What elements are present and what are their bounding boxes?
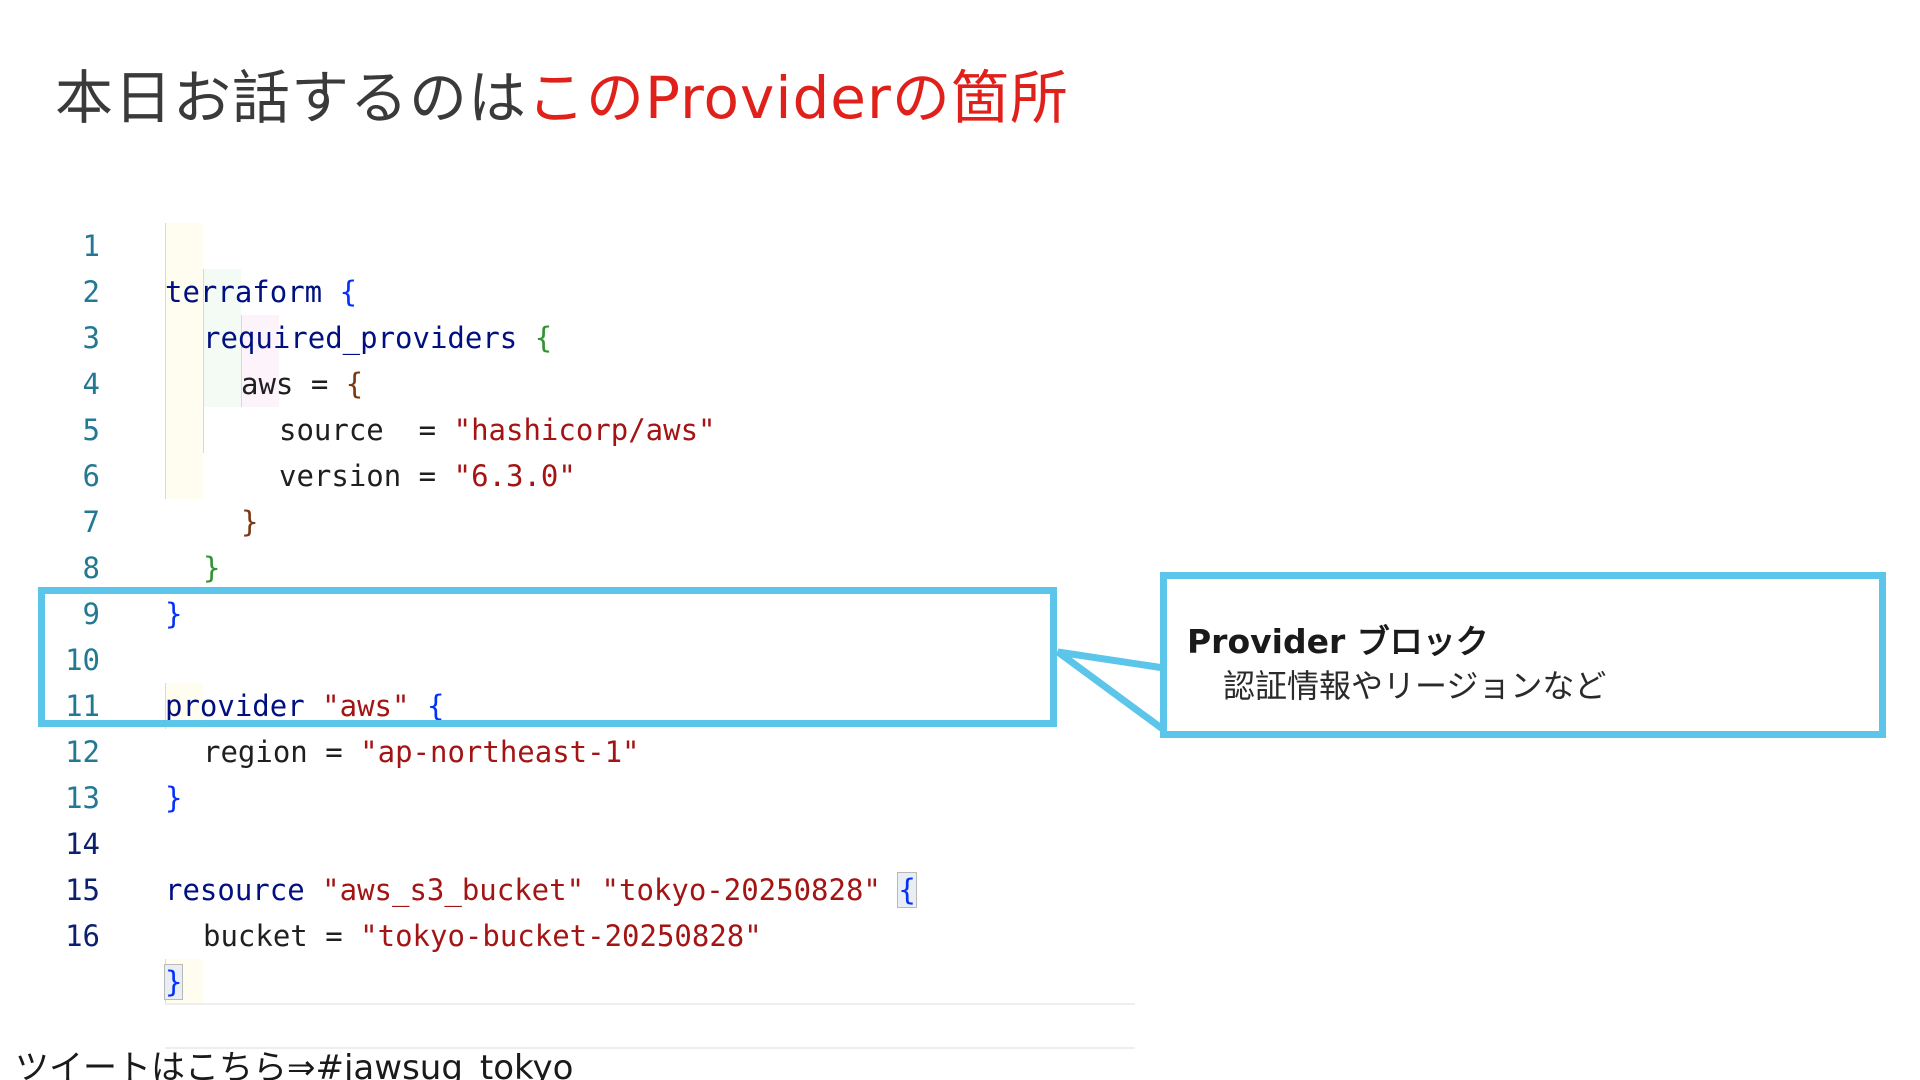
code-token: source — [279, 413, 384, 447]
line-number: 14 — [65, 827, 100, 861]
line-number: 3 — [82, 321, 100, 355]
callout-pointer — [1055, 648, 1170, 737]
code-line-2: 2 required_providers { — [0, 223, 1140, 355]
code-line-13: 13 — [0, 729, 1140, 815]
brace: { — [345, 367, 364, 401]
line-number: 16 — [65, 919, 100, 953]
code-line-10: 10 provider "aws" { — [0, 591, 1140, 723]
code-token: terraform — [165, 275, 323, 309]
callout-body: 認証情報やリージョンなど — [1223, 667, 1607, 705]
line-number: 10 — [65, 643, 100, 677]
line-number: 6 — [82, 459, 100, 493]
line-number: 8 — [82, 551, 100, 585]
code-token: aws — [241, 367, 294, 401]
brace: } — [241, 505, 259, 539]
line-number: 4 — [82, 367, 100, 401]
line-number: 11 — [65, 689, 100, 723]
brace: } — [203, 551, 221, 585]
code-line-4: 4 source = "hashicorp/aws" — [0, 315, 1140, 447]
code-line-3: 3 aws = { — [0, 269, 1140, 401]
line-number: 5 — [82, 413, 100, 447]
code-editor: 1 terraform { 2 required_providers { 3 a… — [0, 177, 1140, 1049]
code-token: region — [203, 735, 308, 769]
line-number: 9 — [82, 597, 100, 631]
brace: } — [165, 597, 183, 631]
code-token: provider — [165, 689, 305, 723]
code-line-12: 12 } — [0, 683, 1140, 815]
slide-title-accent: このProviderの箇所 — [527, 64, 1069, 132]
code-line-9: 9 — [0, 545, 1140, 631]
line-number: 7 — [82, 505, 100, 539]
code-token: bucket — [203, 919, 308, 953]
string-literal: "aws_s3_bucket" — [322, 873, 585, 907]
brace-match: } — [163, 964, 184, 1000]
code-line-8: 8 } — [0, 499, 1140, 631]
string-literal: "6.3.0" — [453, 459, 576, 493]
provider-callout: Provider ブロック 認証情報やリージョンなど — [1160, 572, 1886, 738]
code-line-5: 5 version = "6.3.0" — [0, 361, 1140, 493]
code-token: required_providers — [203, 321, 518, 355]
slide-title: 本日お話するのはこのProviderの箇所 — [55, 58, 1069, 138]
line-number: 12 — [65, 735, 100, 769]
code-line-14: 14 resource "aws_s3_bucket" "tokyo-20250… — [0, 775, 1140, 908]
brace: } — [165, 781, 183, 815]
string-literal: "ap-northeast-1" — [360, 735, 640, 769]
brace-match: { — [897, 872, 917, 908]
line-number: 2 — [82, 275, 100, 309]
code-line-16: 16 } — [0, 867, 1140, 1000]
brace: { — [339, 275, 358, 309]
provider-highlight-box — [38, 587, 1057, 727]
brace: { — [426, 689, 445, 723]
footer-hashtag: ツイートはこちら⇒#jawsug_tokyo — [15, 1048, 574, 1080]
callout-title: Provider ブロック — [1187, 622, 1489, 661]
string-literal: "hashicorp/aws" — [453, 413, 716, 447]
code-token: resource — [165, 873, 305, 907]
code-line-1: 1 terraform { — [0, 177, 1140, 309]
code-line-11: 11 region = "ap-northeast-1" — [0, 637, 1140, 769]
string-literal: "tokyo-20250828" — [601, 873, 881, 907]
brace: { — [534, 321, 553, 355]
string-literal: "tokyo-bucket-20250828" — [360, 919, 762, 953]
slide-title-plain: 本日お話するのは — [55, 64, 528, 132]
line-number: 13 — [65, 781, 100, 815]
line-number: 1 — [82, 229, 100, 263]
code-line-6: 6 } — [0, 407, 1140, 539]
string-literal: "aws" — [322, 689, 410, 723]
code-line-7: 7 } — [0, 453, 1140, 585]
code-line-15: 15 bucket = "tokyo-bucket-20250828" — [0, 821, 1140, 953]
code-token: version — [279, 459, 402, 493]
line-number: 15 — [65, 873, 100, 907]
